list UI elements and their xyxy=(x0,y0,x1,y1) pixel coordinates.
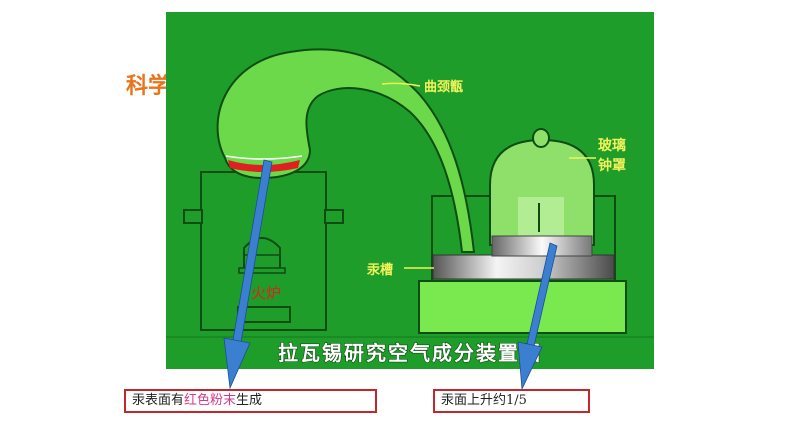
furnace-label: 火炉 xyxy=(251,284,281,302)
bell-jar-label-line2: 钟罩 xyxy=(598,157,626,174)
diagram-caption: 拉瓦锡研究空气成分装置图 xyxy=(278,341,542,365)
side-title: 科学 xyxy=(126,74,171,99)
arrow-to-left-callout xyxy=(223,159,273,390)
bell-jar xyxy=(489,128,595,257)
retort xyxy=(216,48,476,253)
retort-label: 曲颈甑 xyxy=(424,79,463,95)
arrow-to-right-callout xyxy=(517,242,558,391)
callout-left-suffix: 生成 xyxy=(236,393,263,408)
callout-right-text: 汞面上升约1/5 xyxy=(441,393,527,408)
callout-left-highlight: 红色粉末 xyxy=(184,393,237,408)
callout-mercury-rise: 汞面上升约1/5 xyxy=(433,389,590,413)
trough-label: 汞槽 xyxy=(367,262,393,278)
mercury-in-jar xyxy=(491,235,593,257)
bell-jar-label-line1: 玻璃 xyxy=(598,137,626,154)
callout-left-prefix: 汞表面有 xyxy=(132,393,185,408)
callout-red-powder: 汞表面有红色粉末生成 xyxy=(124,389,377,413)
